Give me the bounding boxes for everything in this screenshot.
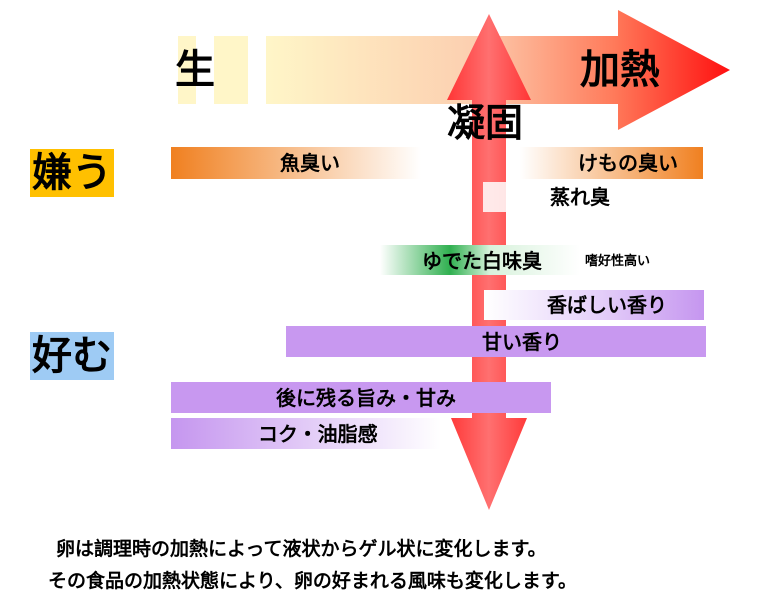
caption-line-2: その食品の加熱状態により、卵の好まれる風味も変化します。 xyxy=(48,570,577,592)
like-label: 好む xyxy=(30,332,114,380)
bar-beastly-label: けもの臭い xyxy=(578,151,678,175)
bar-fishy-label: 魚臭い xyxy=(280,151,340,175)
bar-steamy xyxy=(483,182,663,212)
bar-beastly xyxy=(520,147,703,179)
bar-steamy-label: 蒸れ臭 xyxy=(550,185,610,209)
bar-fishy xyxy=(171,147,421,179)
dislike-label: 嫌う xyxy=(30,149,114,197)
bar-boiled xyxy=(380,245,580,275)
bar-aftertaste xyxy=(171,382,551,413)
bar-sweet-aroma xyxy=(286,326,706,357)
bar-toasty-label: 香ばしい香り xyxy=(547,293,667,317)
coagulation-label: 凝固 xyxy=(447,101,524,145)
bar-boiled-label: ゆでた白味臭 xyxy=(422,249,542,273)
bar-richness xyxy=(171,418,441,449)
caption-line-1: 卵は調理時の加熱によって液状からゲル状に変化します。 xyxy=(56,538,547,560)
heat-label: 加熱 xyxy=(580,47,660,93)
bar-sweet-aroma-label: 甘い香り xyxy=(482,330,562,354)
bar-richness-label: コク・油脂感 xyxy=(258,422,378,446)
bar-boiled-note: 嗜好性高い xyxy=(585,254,651,269)
raw-label: 生 xyxy=(175,47,215,93)
bar-aftertaste-label: 後に残る旨み・甘み xyxy=(276,386,456,410)
bar-toasty xyxy=(484,290,704,320)
